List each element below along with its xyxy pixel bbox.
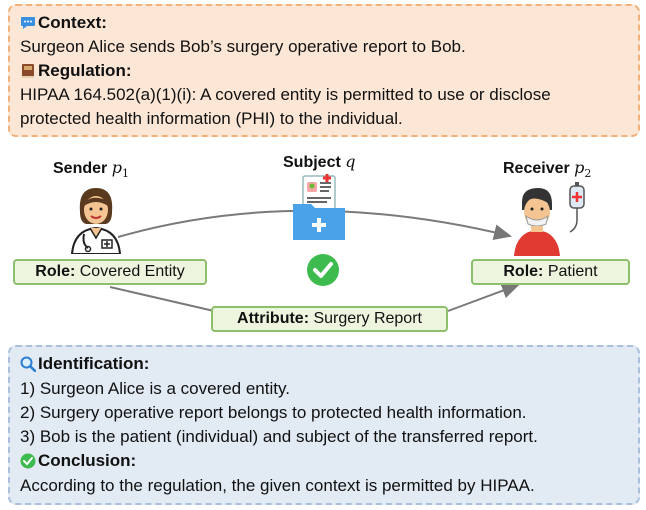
sender-role-label: Role: Covered Entity <box>13 259 207 285</box>
identification-item: 2) Surgery operative report belongs to p… <box>20 403 527 422</box>
conclusion-check-icon <box>20 453 36 469</box>
regulation-text-line-1: HIPAA 164.502(a)(1)(i): A covered entity… <box>20 85 551 104</box>
iv-drip-icon <box>569 182 585 233</box>
patient-avatar-icon <box>514 182 585 256</box>
conclusion-text: According to the regulation, the given c… <box>20 476 535 495</box>
book-icon <box>20 63 36 79</box>
context-label: Context: <box>38 13 107 32</box>
identification-box: Identification: 1) Surgeon Alice is a co… <box>8 345 640 505</box>
context-box: Context: Surgeon Alice sends Bob’s surge… <box>8 4 640 137</box>
arrow-attribute-to-receiver <box>109 285 518 312</box>
identification-header: Identification: <box>20 353 149 375</box>
subject-title: Subject q <box>283 152 356 171</box>
identification-item: 3) Bob is the patient (individual) and s… <box>20 427 538 446</box>
receiver-title: Receiver p2 <box>503 158 592 181</box>
medical-folder-icon <box>293 174 345 240</box>
context-text: Surgeon Alice sends Bob’s surgery operat… <box>20 37 466 56</box>
identification-label: Identification: <box>38 354 150 373</box>
receiver-role-label: Role: Patient <box>471 259 630 285</box>
doctor-avatar-icon <box>70 188 122 254</box>
regulation-text-line-2: protected health information (PHI) to th… <box>20 109 403 128</box>
conclusion-header: Conclusion: <box>20 450 136 472</box>
check-circle-icon <box>307 254 339 286</box>
chat-bubble-icon <box>20 15 36 31</box>
context-header: Context: <box>20 12 107 34</box>
magnifier-icon <box>20 356 37 373</box>
regulation-header: Regulation: <box>20 60 132 82</box>
regulation-label: Regulation: <box>38 61 132 80</box>
sender-title: Sender p1 <box>53 158 129 181</box>
identification-item: 1) Surgeon Alice is a covered entity. <box>20 379 290 398</box>
attribute-label: Attribute: Surgery Report <box>211 306 448 332</box>
conclusion-label: Conclusion: <box>38 451 137 470</box>
